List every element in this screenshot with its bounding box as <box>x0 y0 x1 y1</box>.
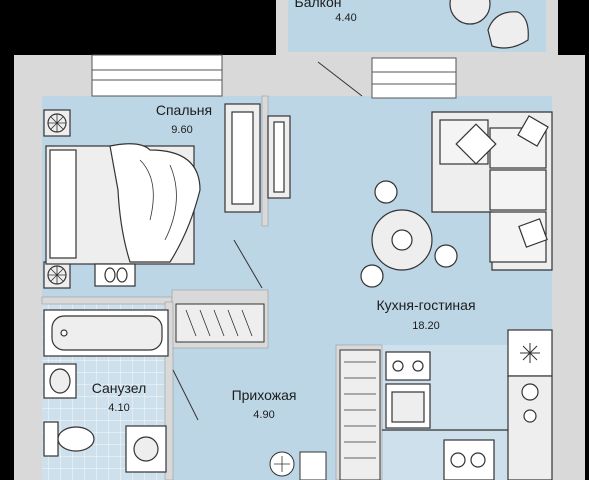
slippers <box>299 451 327 480</box>
bedroom-furniture <box>43 103 291 289</box>
living-furniture <box>360 111 553 288</box>
kitchen-window <box>371 57 457 99</box>
chair <box>374 180 398 204</box>
hallway-rack <box>175 303 381 480</box>
toilet-icon <box>43 421 59 457</box>
bedroom-right-wall-top <box>261 95 269 227</box>
bathroom-area: 4.10 <box>108 402 130 414</box>
bathroom-right-wall <box>164 301 174 480</box>
bedroom-door <box>233 239 263 289</box>
oven <box>443 439 495 480</box>
chair <box>434 244 458 268</box>
balcony-area: 4.40 <box>335 12 357 24</box>
bedroom-name: Спальня <box>155 102 213 118</box>
kitchen-area: 18.20 <box>412 320 440 332</box>
pillow <box>49 149 77 259</box>
balcony-furniture <box>449 0 529 49</box>
balcony-door <box>317 61 363 97</box>
windows <box>91 54 457 99</box>
kitchen-name: Кухня-гостиная <box>376 297 476 313</box>
kitchen-block <box>382 329 553 480</box>
bedroom-area: 9.60 <box>171 124 193 136</box>
hallway-area: 4.90 <box>253 409 275 421</box>
balcony-name: Балкон <box>294 0 342 10</box>
bathroom-door <box>172 369 199 421</box>
bedroom-bottom-wall <box>41 296 173 305</box>
bathroom-name: Санузел <box>91 380 147 396</box>
hallway-name: Прихожая <box>231 387 297 403</box>
balcony-chair <box>487 11 529 49</box>
hallway-items <box>269 451 327 480</box>
bathroom-fixtures <box>43 309 169 473</box>
bedroom-window <box>91 54 223 97</box>
chair <box>360 264 384 288</box>
balcony-table <box>449 0 491 25</box>
blanket <box>109 143 201 263</box>
